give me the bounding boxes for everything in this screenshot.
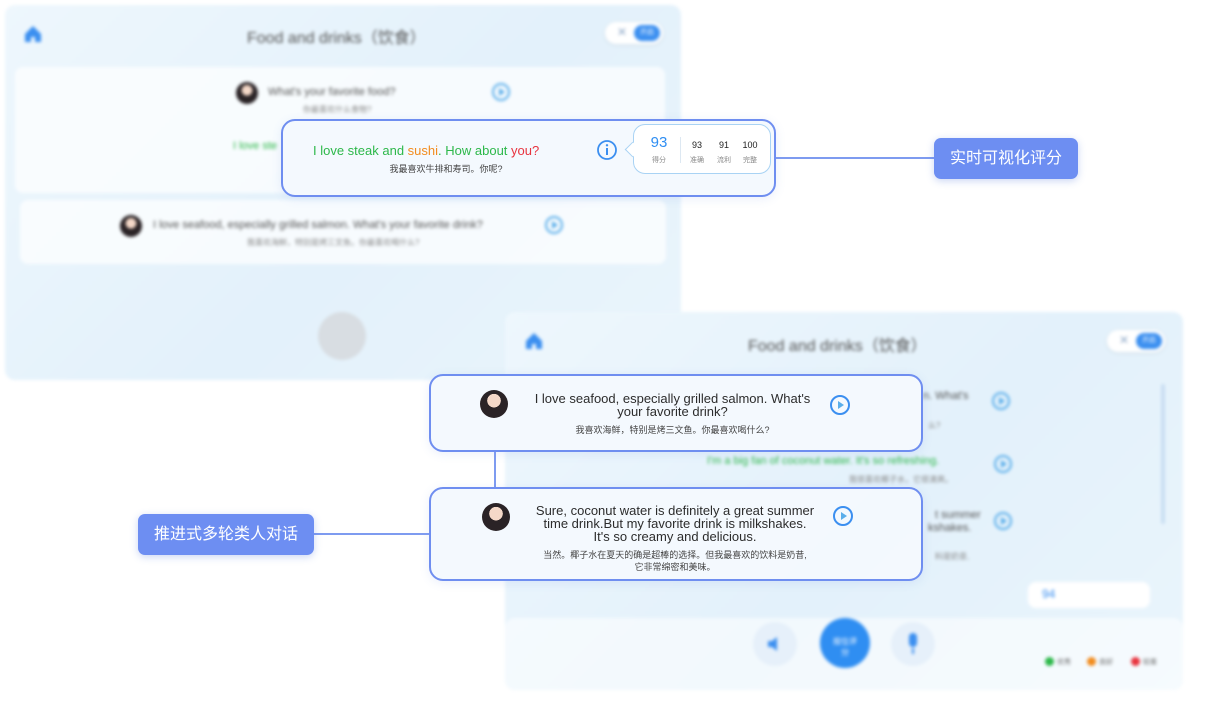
partial-translation: 么?	[928, 421, 941, 430]
page-title: Food and drinks（饮食）	[247, 30, 426, 47]
score-mini-value: 94	[1042, 587, 1056, 601]
toggle-pill[interactable]: 开启	[1136, 333, 1162, 349]
toggle-pill[interactable]: 开启	[634, 25, 660, 41]
legend-label: 良好	[1099, 659, 1113, 666]
chat-bubble	[20, 200, 666, 264]
score-mini-card: 94	[1028, 582, 1150, 608]
mode-toggle[interactable]: ✕ 开启	[1107, 330, 1165, 352]
reply-message: I'm a big fan of coconut water. It's so …	[707, 455, 940, 467]
message-text-line: time drink.But my favorite drink is milk…	[543, 516, 807, 531]
play-icon[interactable]	[994, 512, 1012, 530]
message-translation: 它非常绵密和美味。	[634, 562, 716, 572]
message-text-line: It's so creamy and delicious.	[593, 529, 757, 544]
legend-dot-red	[1131, 657, 1140, 666]
connector-line	[314, 533, 429, 535]
avatar	[120, 215, 142, 237]
speaker-button[interactable]	[753, 622, 797, 666]
partial-message: kshakes.	[928, 522, 972, 534]
message-text: I love seafood, especially grilled salmo…	[153, 219, 483, 231]
message-translation: 当然。椰子水在夏天的确是超棒的选择。但我最喜欢的饮料是奶昔,	[543, 550, 807, 560]
divider	[680, 137, 681, 163]
partial-message: I love ste	[233, 140, 278, 152]
record-score-label: 按住评分	[833, 637, 857, 657]
score-legend: 优秀 良好 较差	[1045, 656, 1175, 668]
avatar	[480, 390, 508, 418]
play-icon[interactable]	[994, 455, 1012, 473]
record-score-button[interactable]: 按住评分	[820, 618, 870, 668]
metric-value-fluency: 91	[718, 140, 729, 150]
play-icon[interactable]	[492, 83, 510, 101]
message-translation: 你最喜欢什么食物?	[303, 105, 372, 114]
legend-dot-orange	[1087, 657, 1096, 666]
play-icon[interactable]	[830, 395, 850, 415]
mic-button[interactable]	[891, 622, 935, 666]
metric-label-fluency: 流利	[717, 157, 731, 164]
partial-message: t summer	[935, 509, 981, 521]
message-translation: 我喜欢海鲜，特别是烤三文鱼。你最喜欢喝什么?	[575, 425, 770, 435]
close-icon[interactable]: ✕	[1119, 333, 1130, 347]
word-segment: you?	[511, 143, 540, 158]
partial-translation: 料是奶昔,	[935, 552, 970, 561]
page-title: Food and drinks（饮食）	[748, 338, 927, 355]
total-score-label: 得分	[652, 157, 666, 164]
metric-value-completeness: 100	[742, 140, 758, 150]
word-segment: . How about	[438, 143, 512, 158]
score-callout: I love steak and sushi. How about you? 我…	[281, 119, 776, 197]
scored-sentence: I love steak and sushi. How about you?	[313, 143, 603, 158]
score-panel: 93 得分 93 准确 91 流利 100 完整	[624, 124, 771, 174]
avatar	[236, 82, 258, 104]
info-icon[interactable]	[596, 139, 618, 161]
home-icon[interactable]	[523, 330, 545, 352]
mode-toggle[interactable]: ✕ 开启	[605, 22, 663, 44]
play-icon[interactable]	[545, 216, 563, 234]
realtime-scoring-label: 实时可视化评分	[934, 138, 1078, 179]
total-score: 93	[650, 134, 668, 151]
play-icon[interactable]	[992, 392, 1010, 410]
legend-label: 优秀	[1057, 659, 1071, 666]
multiturn-dialogue-label: 推进式多轮类人对话	[138, 514, 314, 555]
message-text-line: I love seafood, especially grilled salmo…	[534, 391, 811, 406]
dialogue-callout-2: Sure, coconut water is definitely a grea…	[429, 487, 923, 581]
close-icon[interactable]: ✕	[617, 25, 628, 39]
legend-dot-green	[1045, 657, 1054, 666]
dialogue-callout-1: I love seafood, especially grilled salmo…	[429, 374, 923, 452]
metric-label-accuracy: 准确	[690, 157, 704, 164]
sentence-translation: 我最喜欢牛排和寿司。你呢?	[389, 164, 503, 174]
mic-button[interactable]	[318, 312, 366, 360]
partial-message: n. What's	[923, 390, 969, 402]
message-text-line: Sure, coconut water is definitely a grea…	[535, 503, 815, 518]
reply-translation: 我很喜欢椰子水，它很清爽。	[849, 475, 953, 484]
word-segment: sushi	[407, 143, 439, 158]
connector-line	[494, 452, 496, 487]
speaker-icon	[768, 637, 777, 651]
avatar	[482, 503, 510, 531]
play-icon[interactable]	[833, 506, 853, 526]
metric-label-completeness: 完整	[743, 157, 757, 164]
word-segment: I love steak and	[313, 143, 408, 158]
connector-line	[776, 157, 934, 159]
legend-label: 较差	[1143, 659, 1157, 666]
home-icon[interactable]	[22, 23, 44, 45]
message-text-line: your favorite drink?	[617, 404, 728, 419]
mic-icon	[909, 633, 917, 654]
message-translation: 我喜欢海鲜，特别是烤三文鱼。你最喜欢喝什么?	[247, 238, 420, 247]
message-text: What's your favorite food?	[268, 86, 396, 98]
metric-value-accuracy: 93	[691, 140, 702, 150]
scrollbar[interactable]	[1161, 384, 1165, 524]
